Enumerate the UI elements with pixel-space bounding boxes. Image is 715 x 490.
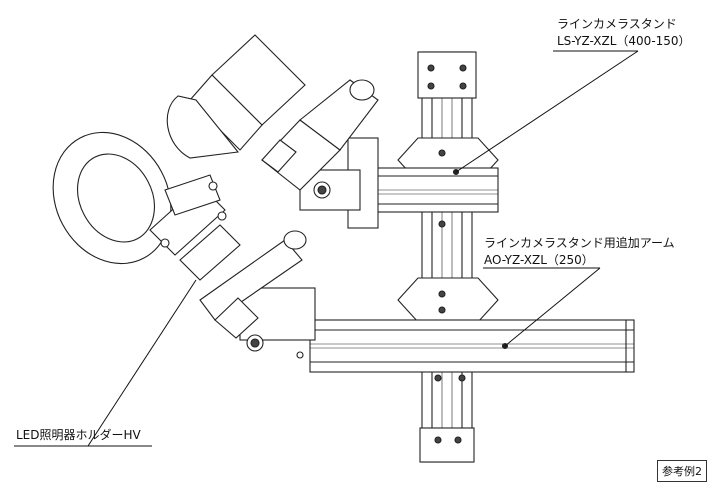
lower-clamp [397, 277, 499, 323]
led-holder-name: LED照明器ホルダーHV [16, 428, 141, 442]
extension-arm-model: AO-YZ-XZL（250） [484, 253, 594, 267]
vertical-column [417, 51, 477, 463]
led-ring-light [52, 131, 172, 265]
leader-lines [14, 50, 639, 447]
reference-tag: 参考例2 [657, 460, 707, 482]
extension-arm-name: ラインカメラスタンド用追加アーム [484, 236, 675, 250]
upper-camera-assembly [166, 34, 379, 229]
upper-horizontal-arm [366, 167, 499, 228]
lower-camera-assembly [199, 230, 316, 352]
lower-horizontal-arm [296, 319, 635, 373]
camera-stand-model: LS-YZ-XZL（400-150） [557, 34, 691, 48]
camera-stand-name: ラインカメラスタンド [557, 17, 677, 31]
led-holder-brackets [149, 174, 241, 281]
